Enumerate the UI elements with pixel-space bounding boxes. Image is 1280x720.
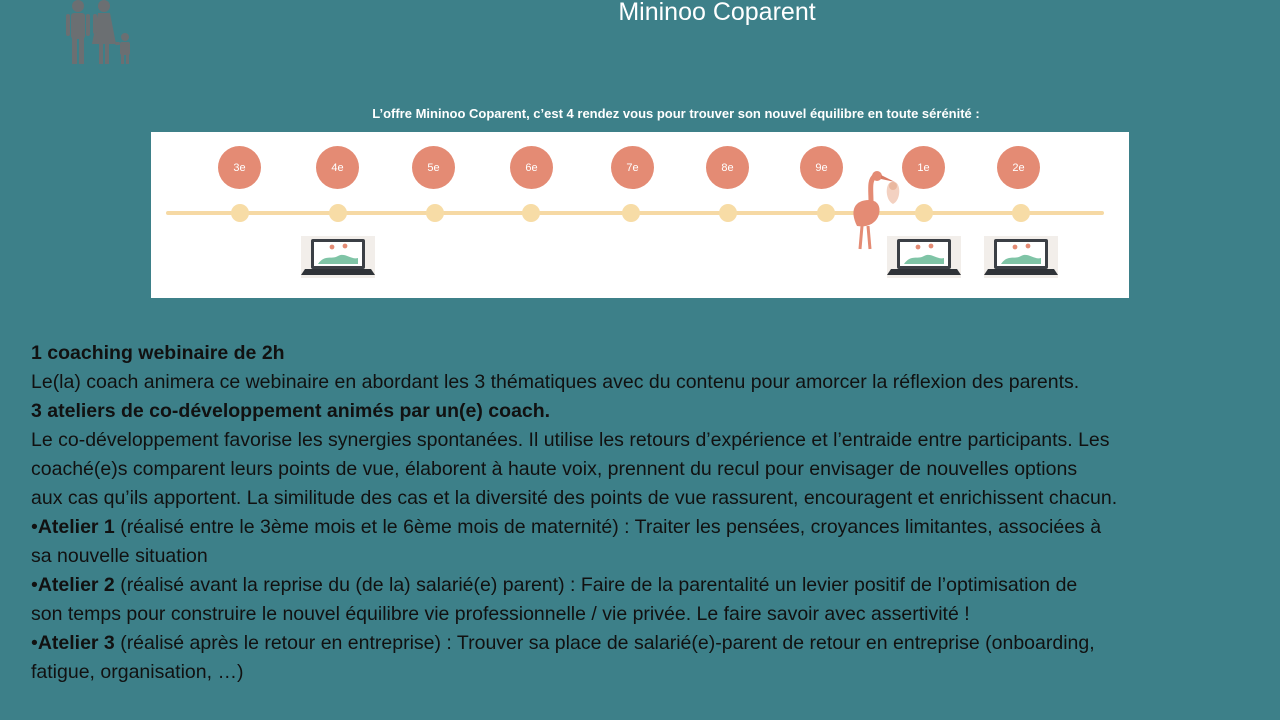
timeline-dot [329,204,347,222]
atelier-2-label: Atelier 2 [37,574,115,596]
timeline-dot [231,204,249,222]
workshops-heading: 3 ateliers de co-développement animés pa… [31,400,551,422]
month-badge: 4e [316,146,359,189]
month-badge: 1e [902,146,945,189]
atelier-3-text-cont: fatigue, organisation, …) [31,661,244,683]
webinar-text: Le(la) coach animera ce webinaire en abo… [31,371,1080,393]
month-badge: 3e [218,146,261,189]
laptop-workshop-icon [887,236,961,278]
bullet: • [31,574,38,596]
timeline-dot [915,204,933,222]
timeline-dot [426,204,444,222]
atelier-3-item: •Atelier 3 (réalisé après le retour en e… [31,629,1271,658]
atelier-3-text: (réalisé après le retour en entreprise) … [114,632,1095,654]
bullet: • [31,632,38,654]
atelier-1-item: •Atelier 1 (réalisé entre le 3ème mois e… [31,513,1271,542]
timeline-dot [719,204,737,222]
month-badge: 9e [800,146,843,189]
webinar-heading: 1 coaching webinaire de 2h [31,342,285,364]
timeline-dot [817,204,835,222]
offer-description: 1 coaching webinaire de 2h Le(la) coach … [31,339,1271,687]
atelier-1-text-cont: sa nouvelle situation [31,545,208,567]
month-badge: 6e [510,146,553,189]
atelier-1-label: Atelier 1 [37,516,115,538]
laptop-webinar-icon [301,236,375,278]
codev-text-line: coaché(e)s comparent leurs points de vue… [31,458,1078,480]
month-badge: 2e [997,146,1040,189]
timeline-banner: 3e 4e 5e 6e 7e 8e 9e 1e 2e [151,132,1129,298]
month-badge: 7e [611,146,654,189]
timeline-dot [622,204,640,222]
atelier-2-text-cont: son temps pour construire le nouvel équi… [31,603,970,625]
atelier-3-label: Atelier 3 [37,632,115,654]
month-badge: 8e [706,146,749,189]
stork-icon [853,171,900,250]
timeline-dot [1012,204,1030,222]
codev-text-line: Le co-développement favorise les synergi… [31,429,1110,451]
offer-caption: L’offre Mininoo Coparent, c’est 4 rendez… [372,106,980,121]
slide-title: Mininoo Coparent [618,0,816,26]
codev-text-line: aux cas qu’ils apportent. La similitude … [31,487,1118,509]
atelier-2-item: •Atelier 2 (réalisé avant la reprise du … [31,571,1271,600]
atelier-2-text: (réalisé avant la reprise du (de la) sal… [114,574,1078,596]
laptop-workshop-icon [984,236,1058,278]
atelier-1-text: (réalisé entre le 3ème mois et le 6ème m… [114,516,1102,538]
family-icon [66,0,130,64]
bullet: • [31,516,38,538]
month-badge: 5e [412,146,455,189]
timeline-dot [522,204,540,222]
